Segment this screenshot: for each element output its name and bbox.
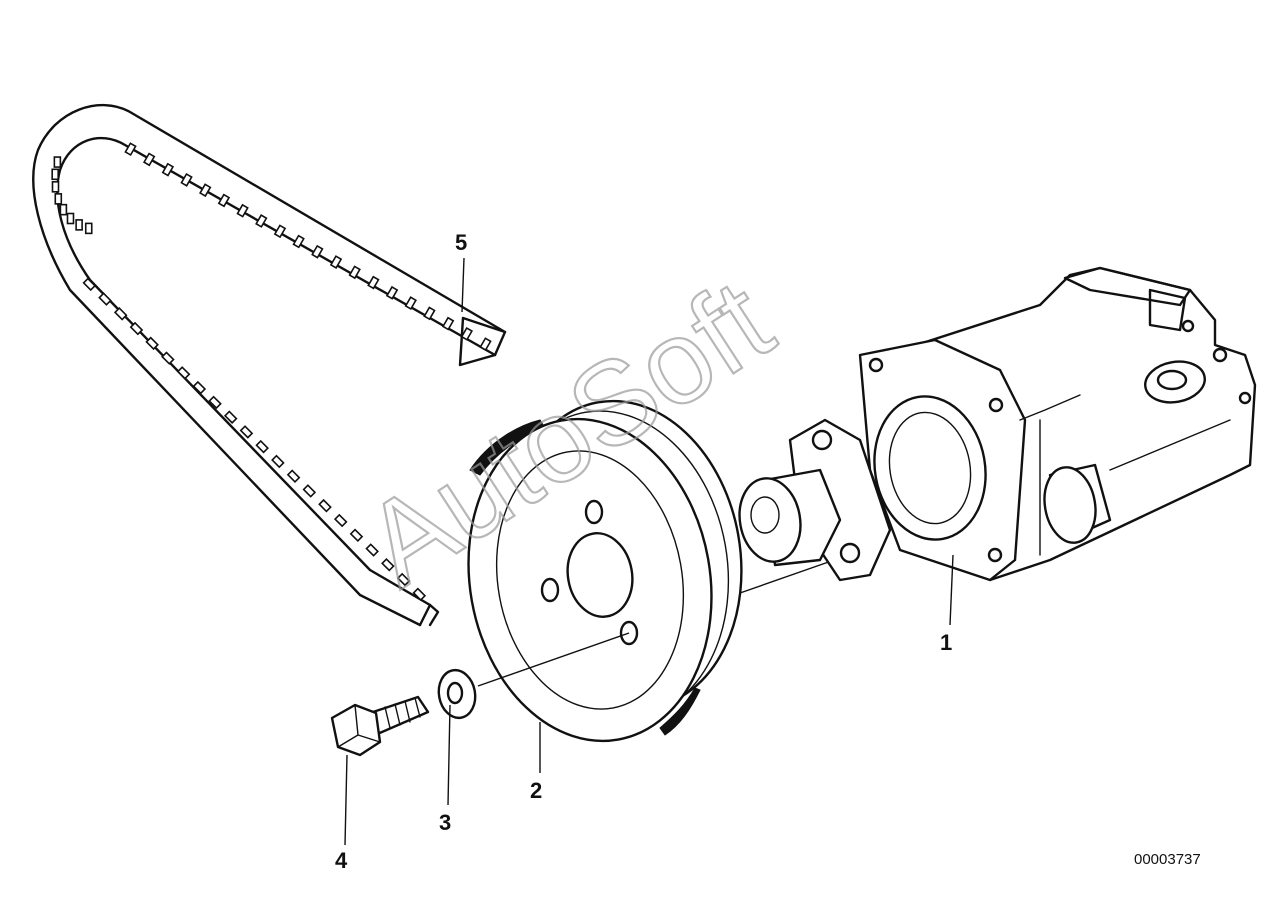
belt-tooth [239, 425, 254, 439]
belt-tooth [365, 543, 379, 557]
belt-tooth [460, 326, 474, 341]
belt-tooth [271, 454, 285, 469]
belt-tooth [98, 292, 112, 306]
belt-tooth [217, 193, 231, 208]
belt-tooth [51, 181, 60, 193]
belt-tooth [423, 306, 436, 321]
belt-tooth [53, 156, 62, 168]
diagram-reference-number: 00003737 [1134, 851, 1201, 868]
pulley [467, 399, 841, 743]
belt-tooth [145, 336, 159, 351]
belt-tooth [348, 265, 361, 280]
callout-2: 2 [530, 778, 542, 803]
belt-tooth [124, 142, 137, 157]
belt-teeth [51, 142, 492, 602]
belt-tooth [82, 277, 97, 292]
belt-tooth [54, 193, 63, 205]
belt-tooth [176, 366, 191, 380]
belt-tooth [396, 572, 411, 587]
belt-tooth [286, 469, 301, 483]
belt-tooth [180, 173, 193, 187]
belt-tooth [161, 162, 175, 177]
belt-tooth [349, 528, 364, 543]
callout-1: 1 [940, 630, 952, 655]
callout-4: 4 [335, 848, 348, 873]
belt-tooth [129, 321, 144, 336]
belt-tooth [292, 234, 305, 249]
belt-tooth [142, 152, 156, 167]
belt-tooth [236, 203, 249, 218]
belt-tooth [333, 513, 348, 528]
belt-tooth [75, 219, 83, 231]
belt-tooth [59, 203, 68, 216]
belt-tooth [329, 255, 343, 269]
belt-tooth [84, 222, 93, 235]
belt-tooth [479, 337, 492, 352]
leader-lines [344, 257, 954, 846]
belt-tooth [412, 587, 427, 602]
belt-tooth [199, 183, 212, 198]
belt-tooth [255, 439, 269, 454]
belt-tooth [51, 168, 59, 181]
belt-tooth [385, 285, 399, 300]
belt-tooth [208, 395, 222, 410]
belt-tooth [381, 557, 395, 572]
belt-tooth [161, 351, 175, 365]
belt-tooth [318, 498, 332, 513]
v-belt [32, 103, 507, 627]
belt-tooth [255, 214, 268, 228]
belt-tooth [273, 224, 287, 239]
washer [437, 668, 477, 720]
belt-tooth [302, 484, 317, 498]
belt-tooth [66, 212, 75, 225]
callout-3: 3 [439, 810, 451, 835]
callout-5: 5 [455, 230, 467, 255]
belt-tooth [441, 316, 455, 331]
belt-tooth [311, 244, 324, 259]
power-steering-pump [738, 266, 1257, 582]
hex-bolt [330, 695, 430, 757]
belt-tooth [367, 275, 380, 290]
belt-tooth [223, 410, 238, 424]
belt-tooth [113, 307, 128, 321]
belt-tooth [404, 296, 417, 311]
belt-tooth [192, 380, 207, 395]
